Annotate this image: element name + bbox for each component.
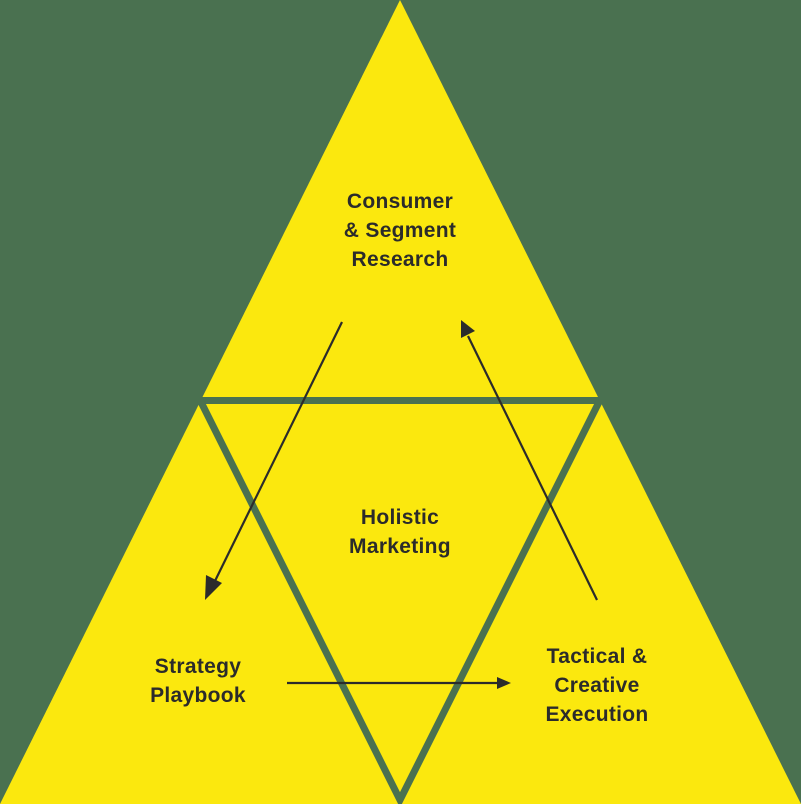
node-strategy-playbook: Strategy Playbook [150, 655, 246, 707]
node-tactical-creative-execution: Tactical & Creative Execution [545, 645, 649, 726]
node-consumer-segment-research: Consumer & Segment Research [343, 190, 457, 271]
arrow-strategy-to-tactical [287, 677, 511, 689]
arrow-tactical-to-research [461, 320, 598, 601]
node-holistic-marketing: Holistic Marketing [349, 506, 451, 558]
inverted-center-triangle [196, 398, 604, 804]
arrow-research-to-strategy [205, 321, 343, 600]
